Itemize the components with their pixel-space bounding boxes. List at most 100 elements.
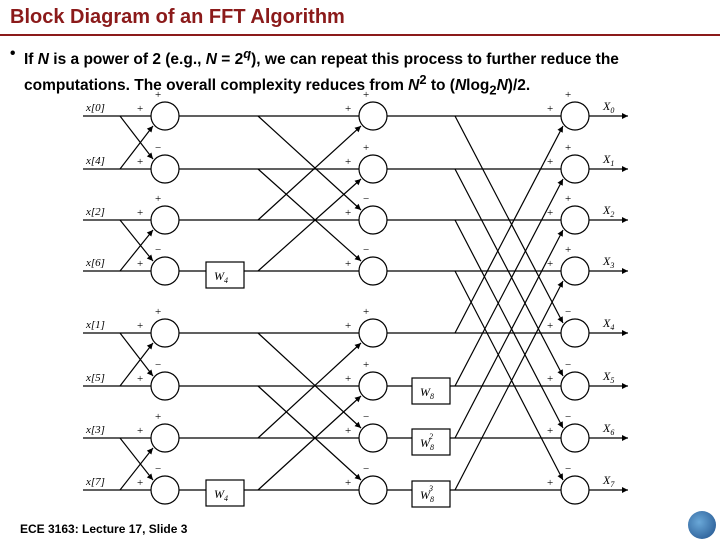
- arrowhead-icon: [622, 166, 628, 172]
- input-label-4: x[1]: [85, 319, 105, 331]
- arrowhead-icon: [146, 254, 153, 261]
- stage2-cross-wire: [257, 125, 362, 221]
- minus-sign: −: [155, 244, 161, 256]
- adder-node-s2-r2: [358, 205, 388, 235]
- output-label-5: X5: [602, 369, 614, 385]
- stage3-cross-wire: [454, 125, 564, 334]
- title-rule: [0, 34, 720, 36]
- stage1-cross-wire: [119, 447, 154, 491]
- plus-sign: +: [345, 207, 351, 219]
- adder-node-s3-r7: [560, 475, 590, 505]
- minus-sign: −: [565, 359, 571, 371]
- adder-node-s1-r1: [150, 154, 180, 184]
- stage3-cross-wire: [454, 219, 564, 429]
- plus-sign: +: [345, 103, 351, 115]
- arrowhead-icon: [354, 396, 361, 403]
- arrowhead-icon: [146, 473, 153, 480]
- arrowhead-icon: [557, 179, 563, 186]
- input-label-5: x[5]: [85, 372, 105, 384]
- arrowhead-icon: [557, 473, 563, 480]
- stage1-cross-wire: [119, 342, 154, 387]
- arrowhead-icon: [354, 421, 361, 428]
- minus-sign: −: [565, 306, 571, 318]
- adder-node-s2-r4: [358, 318, 388, 348]
- input-label-2: x[2]: [85, 206, 105, 218]
- arrowhead-icon: [354, 179, 361, 186]
- minus-sign: −: [155, 463, 161, 475]
- plus-sign: +: [565, 142, 571, 154]
- minus-sign: −: [363, 411, 369, 423]
- plus-sign: +: [137, 207, 143, 219]
- plus-sign: +: [363, 306, 369, 318]
- stage1-cross-wire: [119, 332, 154, 377]
- minus-sign: −: [155, 142, 161, 154]
- stage3-cross-wire: [454, 115, 564, 324]
- stage3-cross-wire: [454, 270, 564, 481]
- plus-sign: +: [547, 103, 553, 115]
- arrowhead-icon: [354, 254, 361, 261]
- twiddle-w8-2-box: [411, 428, 451, 456]
- plus-sign: +: [345, 156, 351, 168]
- output-label-6: X6: [602, 421, 614, 437]
- adder-node-s1-r7: [150, 475, 180, 505]
- arrowhead-icon: [354, 343, 361, 350]
- stage1-cross-wire: [119, 219, 154, 262]
- input-label-3: x[6]: [85, 257, 105, 269]
- adder-node-s2-r7: [358, 475, 388, 505]
- arrowhead-icon: [557, 421, 563, 428]
- stage3-cross-wire: [454, 280, 564, 491]
- plus-sign: +: [345, 477, 351, 489]
- adder-node-s3-r4: [560, 318, 590, 348]
- plus-sign: +: [155, 411, 161, 423]
- stage1-cross-wire: [119, 125, 154, 170]
- slide-title: Block Diagram of an FFT Algorithm: [10, 6, 345, 28]
- plus-sign: +: [137, 477, 143, 489]
- adder-node-s1-r5: [150, 371, 180, 401]
- input-label-7: x[7]: [85, 476, 105, 488]
- stage2-cross-wire: [257, 168, 362, 262]
- arrowhead-icon: [622, 383, 628, 389]
- plus-sign: +: [137, 320, 143, 332]
- minus-sign: −: [565, 463, 571, 475]
- plus-sign: +: [547, 373, 553, 385]
- twiddle-w4-b-box: [205, 479, 245, 507]
- stage2-cross-wire: [257, 395, 362, 491]
- slide-footer: ECE 3163: Lecture 17, Slide 3: [20, 522, 188, 536]
- arrowhead-icon: [622, 487, 628, 493]
- plus-sign: +: [345, 258, 351, 270]
- plus-sign: +: [137, 425, 143, 437]
- stage2-cross-wire: [257, 178, 362, 272]
- arrowhead-icon: [622, 435, 628, 441]
- adder-node-s3-r0: [560, 101, 590, 131]
- twiddle-w8-2: W82: [420, 432, 434, 452]
- diagram-nodes: [150, 101, 590, 508]
- arrowhead-icon: [146, 448, 153, 455]
- arrowhead-icon: [146, 230, 153, 237]
- plus-sign: +: [345, 425, 351, 437]
- stage3-cross-wire: [454, 178, 564, 387]
- twiddle-w8-1-box: [411, 377, 451, 405]
- plus-sign: +: [547, 425, 553, 437]
- stage3-cross-wire: [454, 168, 564, 377]
- minus-sign: −: [363, 463, 369, 475]
- twiddle-w8-3-box: [411, 480, 451, 508]
- adder-node-s3-r3: [560, 256, 590, 286]
- twiddle-w4-a-box: [205, 261, 245, 289]
- output-label-4: X4: [602, 316, 614, 332]
- stage2-cross-wire: [257, 385, 362, 481]
- arrowhead-icon: [557, 230, 563, 237]
- stage2-cross-wire: [257, 342, 362, 439]
- adder-node-s1-r6: [150, 423, 180, 453]
- plus-sign: +: [547, 320, 553, 332]
- plus-sign: +: [345, 320, 351, 332]
- input-label-6: x[3]: [85, 424, 105, 436]
- arrowhead-icon: [146, 126, 153, 133]
- arrowhead-icon: [146, 343, 153, 350]
- output-label-3: X3: [602, 254, 614, 270]
- arrowhead-icon: [146, 152, 153, 159]
- adder-node-s1-r4: [150, 318, 180, 348]
- plus-sign: +: [155, 89, 161, 101]
- arrowhead-icon: [354, 473, 361, 480]
- plus-sign: +: [565, 193, 571, 205]
